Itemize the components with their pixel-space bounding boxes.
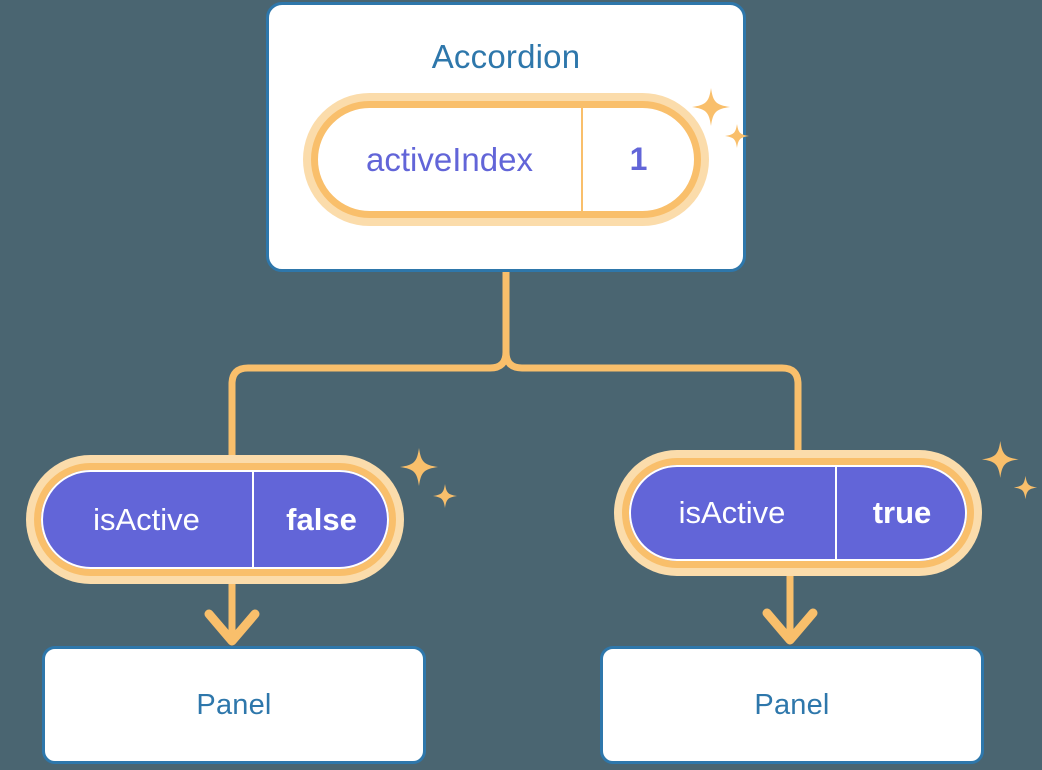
component-card-panel-left[interactable]: Panel	[42, 646, 426, 764]
sparkle-icon-small	[1013, 475, 1038, 500]
sparkle-icon-group-right	[981, 441, 1038, 500]
sparkle-icon-large	[981, 441, 1019, 478]
state-pill-key: activeIndex	[318, 108, 583, 211]
connector-tree-root-to-child-right	[502, 348, 802, 464]
sparkle-icon-group-left	[400, 448, 457, 508]
prop-pill-key: isActive	[41, 470, 254, 569]
prop-pill-key: isActive	[629, 465, 837, 561]
prop-pill-is-active-true[interactable]: isActive true	[622, 458, 974, 568]
component-card-panel-right[interactable]: Panel	[600, 646, 984, 764]
arrow-down-icon-left	[204, 572, 260, 646]
sparkle-icon-large	[400, 448, 438, 486]
component-title-panel: Panel	[754, 688, 830, 721]
prop-pill-value: true	[872, 495, 932, 530]
state-pill-value: 1	[629, 141, 648, 177]
connector-tree-root-to-children	[228, 268, 510, 468]
component-title-panel: Panel	[196, 688, 272, 721]
arrow-down-icon-right	[762, 564, 818, 645]
prop-pill-is-active-false[interactable]: isActive false	[34, 463, 396, 576]
prop-pill-value: false	[286, 501, 357, 537]
sparkle-icon-small	[433, 484, 457, 508]
state-pill-active-index[interactable]: activeIndex 1	[311, 101, 701, 218]
component-title-accordion: Accordion	[431, 38, 581, 75]
